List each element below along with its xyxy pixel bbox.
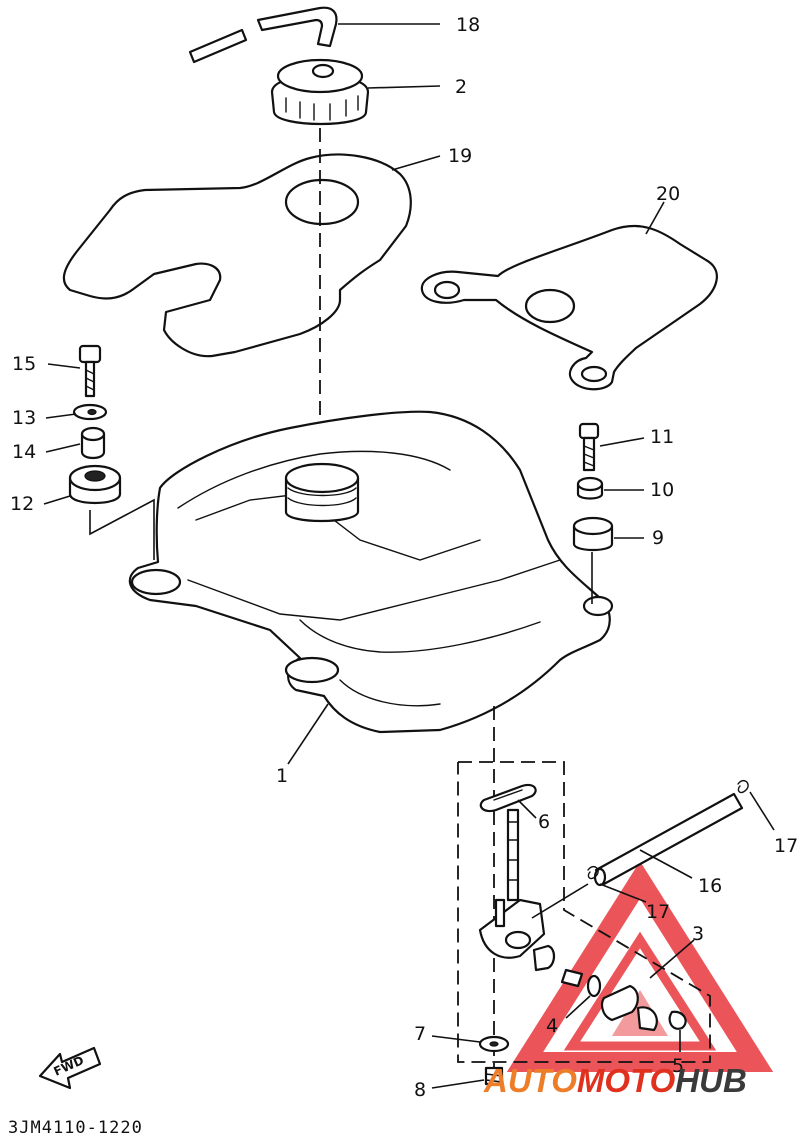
- callout-15: 15: [12, 353, 36, 375]
- callout-11: 11: [650, 426, 674, 448]
- fuel-hose: [593, 792, 744, 887]
- callout-8: 8: [414, 1079, 426, 1101]
- callout-6: 6: [538, 811, 550, 833]
- callout-5: 5: [672, 1055, 684, 1077]
- callout-7: 7: [414, 1023, 426, 1045]
- callout-9: 9: [652, 527, 664, 549]
- callout-1: 1: [276, 765, 288, 787]
- watermark-auto: AUTO: [483, 1062, 577, 1099]
- hose-clip-lower: [587, 866, 599, 880]
- callout-20: 20: [656, 183, 680, 205]
- callouts: 18 2 19 20 15 13 14 12 11 10 9 1 6 17 16…: [10, 14, 798, 1101]
- callout-3: 3: [692, 923, 704, 945]
- callout-13: 13: [12, 407, 36, 429]
- callout-18: 18: [456, 14, 480, 36]
- fuel-cap: [270, 58, 370, 126]
- callout-2: 2: [455, 76, 467, 98]
- tank-cover-pad: [62, 153, 412, 358]
- left-mount-hardware: [68, 344, 155, 560]
- watermark-moto: MOTO: [577, 1062, 676, 1099]
- petcock-assembly-outline: [457, 761, 711, 1063]
- petcock-gasket: [479, 783, 537, 813]
- leader-lines: [43, 23, 775, 1089]
- callout-17-upper: 17: [774, 835, 798, 857]
- callout-17-lower: 17: [646, 901, 670, 923]
- callout-14: 14: [12, 441, 36, 463]
- callout-12: 12: [10, 493, 34, 515]
- watermark-text: AUTOMOTOHUB: [483, 1062, 747, 1099]
- fwd-arrow: FWD: [38, 1046, 102, 1090]
- callout-10: 10: [650, 479, 674, 501]
- callout-4: 4: [546, 1015, 558, 1037]
- fuel-tank: [128, 410, 614, 734]
- right-mount-hardware: [572, 422, 614, 604]
- drain-washer-and-screw: [478, 1035, 510, 1086]
- watermark-hub: HUB: [675, 1062, 747, 1099]
- diagram-code: 3JM4110-1220: [8, 1118, 143, 1138]
- breather-hose: [188, 6, 338, 64]
- hose-clip-upper: [737, 780, 749, 794]
- callout-16: 16: [698, 875, 722, 897]
- watermark-logo: [506, 861, 774, 1072]
- callout-19: 19: [448, 145, 472, 167]
- gasket-plate: [420, 224, 718, 391]
- fuel-petcock: [478, 808, 687, 1032]
